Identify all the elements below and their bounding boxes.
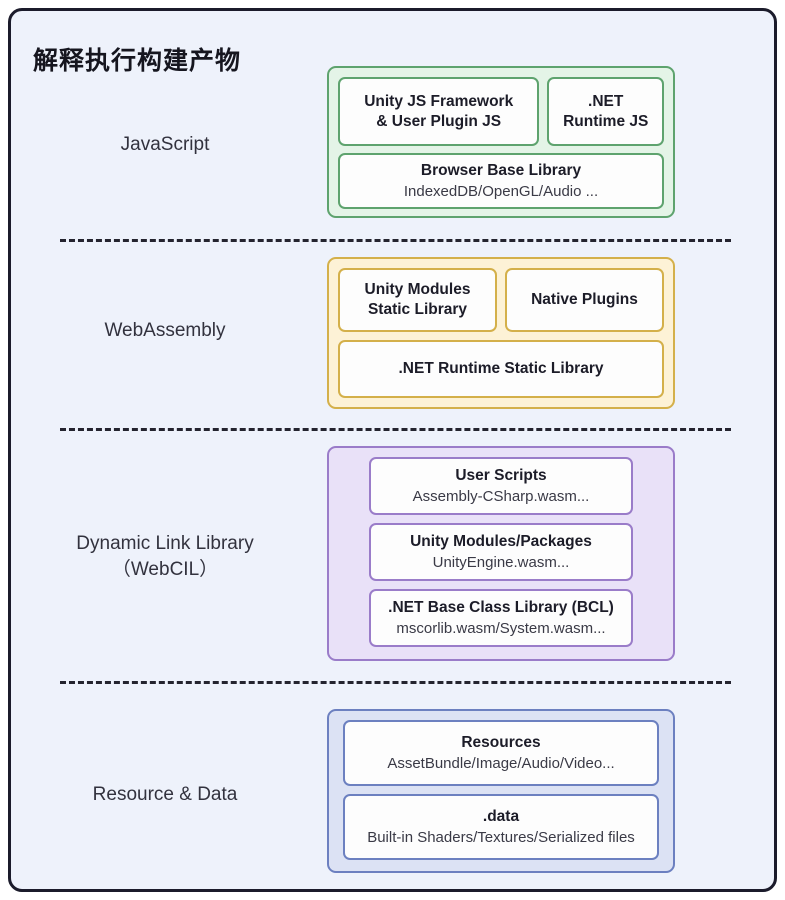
card-subtitle: Assembly-CSharp.wasm... [412, 487, 590, 505]
card-title: Resources [461, 733, 541, 751]
row-label-javascript: JavaScript [120, 134, 210, 155]
card-resources: Resources AssetBundle/Image/Audio/Video.… [343, 720, 659, 786]
card-title: User Scripts [455, 466, 547, 484]
panel-webassembly: Unity Modules Static Library Native Plug… [327, 257, 675, 409]
row-label-line2: （WebCIL） [111, 558, 219, 580]
panel-resource-data: Resources AssetBundle/Image/Audio/Video.… [327, 709, 675, 873]
panel-webcil: User Scripts Assembly-CSharp.wasm... Uni… [327, 446, 675, 661]
card-title: Browser Base Library [420, 161, 582, 179]
card-title: Native Plugins [531, 291, 638, 309]
card-subtitle: AssetBundle/Image/Audio/Video... [387, 754, 615, 772]
section-divider-1 [60, 239, 731, 242]
page-title: 解释执行构建产物 [33, 46, 242, 75]
card-title: .data [482, 807, 520, 825]
card-native-plugins: Native Plugins [505, 268, 664, 332]
card-subtitle: Built-in Shaders/Textures/Serialized fil… [367, 828, 635, 846]
card-title-line1: .NET [588, 92, 624, 110]
card-unity-modules-static-library: Unity Modules Static Library [338, 268, 497, 332]
webassembly-card-row: Unity Modules Static Library Native Plug… [338, 268, 664, 332]
card-title: .NET Base Class Library (BCL) [388, 598, 614, 616]
section-divider-2 [60, 428, 731, 431]
card-title: .NET Runtime Static Library [398, 360, 604, 378]
card-title-line2: & User Plugin JS [376, 112, 502, 130]
panel-javascript: Unity JS Framework & User Plugin JS .NET… [327, 66, 675, 218]
diagram-frame: 解释执行构建产物 JavaScript Unity JS Framework &… [8, 8, 777, 892]
card-unity-modules-packages: Unity Modules/Packages UnityEngine.wasm.… [369, 523, 633, 581]
card-dotnet-runtime-static-library: .NET Runtime Static Library [338, 340, 664, 398]
card-dotnet-base-class-library: .NET Base Class Library (BCL) mscorlib.w… [369, 589, 633, 647]
card-subtitle: mscorlib.wasm/System.wasm... [396, 619, 606, 637]
card-title-line2: Runtime JS [563, 112, 649, 130]
card-subtitle: IndexedDB/OpenGL/Audio ... [403, 182, 599, 200]
card-title-line2: Static Library [367, 301, 468, 318]
card-title-line1: Unity JS Framework [364, 92, 514, 110]
card-unity-js-framework: Unity JS Framework & User Plugin JS [338, 77, 540, 146]
section-divider-3 [60, 681, 731, 684]
row-label-resource-data: Resource & Data [92, 784, 238, 805]
card-user-scripts: User Scripts Assembly-CSharp.wasm... [369, 457, 633, 515]
card-data-file: .data Built-in Shaders/Textures/Serializ… [343, 794, 659, 860]
row-label-webassembly: WebAssembly [104, 320, 226, 341]
row-label-line1: Dynamic Link Library [76, 533, 254, 554]
card-title-line1: Unity Modules [364, 281, 471, 299]
row-label-webcil: Dynamic Link Library （WebCIL） [25, 531, 305, 582]
card-dotnet-runtime-js: .NET Runtime JS [547, 77, 664, 146]
card-browser-base-library: Browser Base Library IndexedDB/OpenGL/Au… [338, 153, 664, 209]
card-title: Unity Modules/Packages [410, 532, 592, 550]
javascript-card-row: Unity JS Framework & User Plugin JS .NET… [338, 77, 664, 146]
card-subtitle: UnityEngine.wasm... [432, 553, 570, 571]
